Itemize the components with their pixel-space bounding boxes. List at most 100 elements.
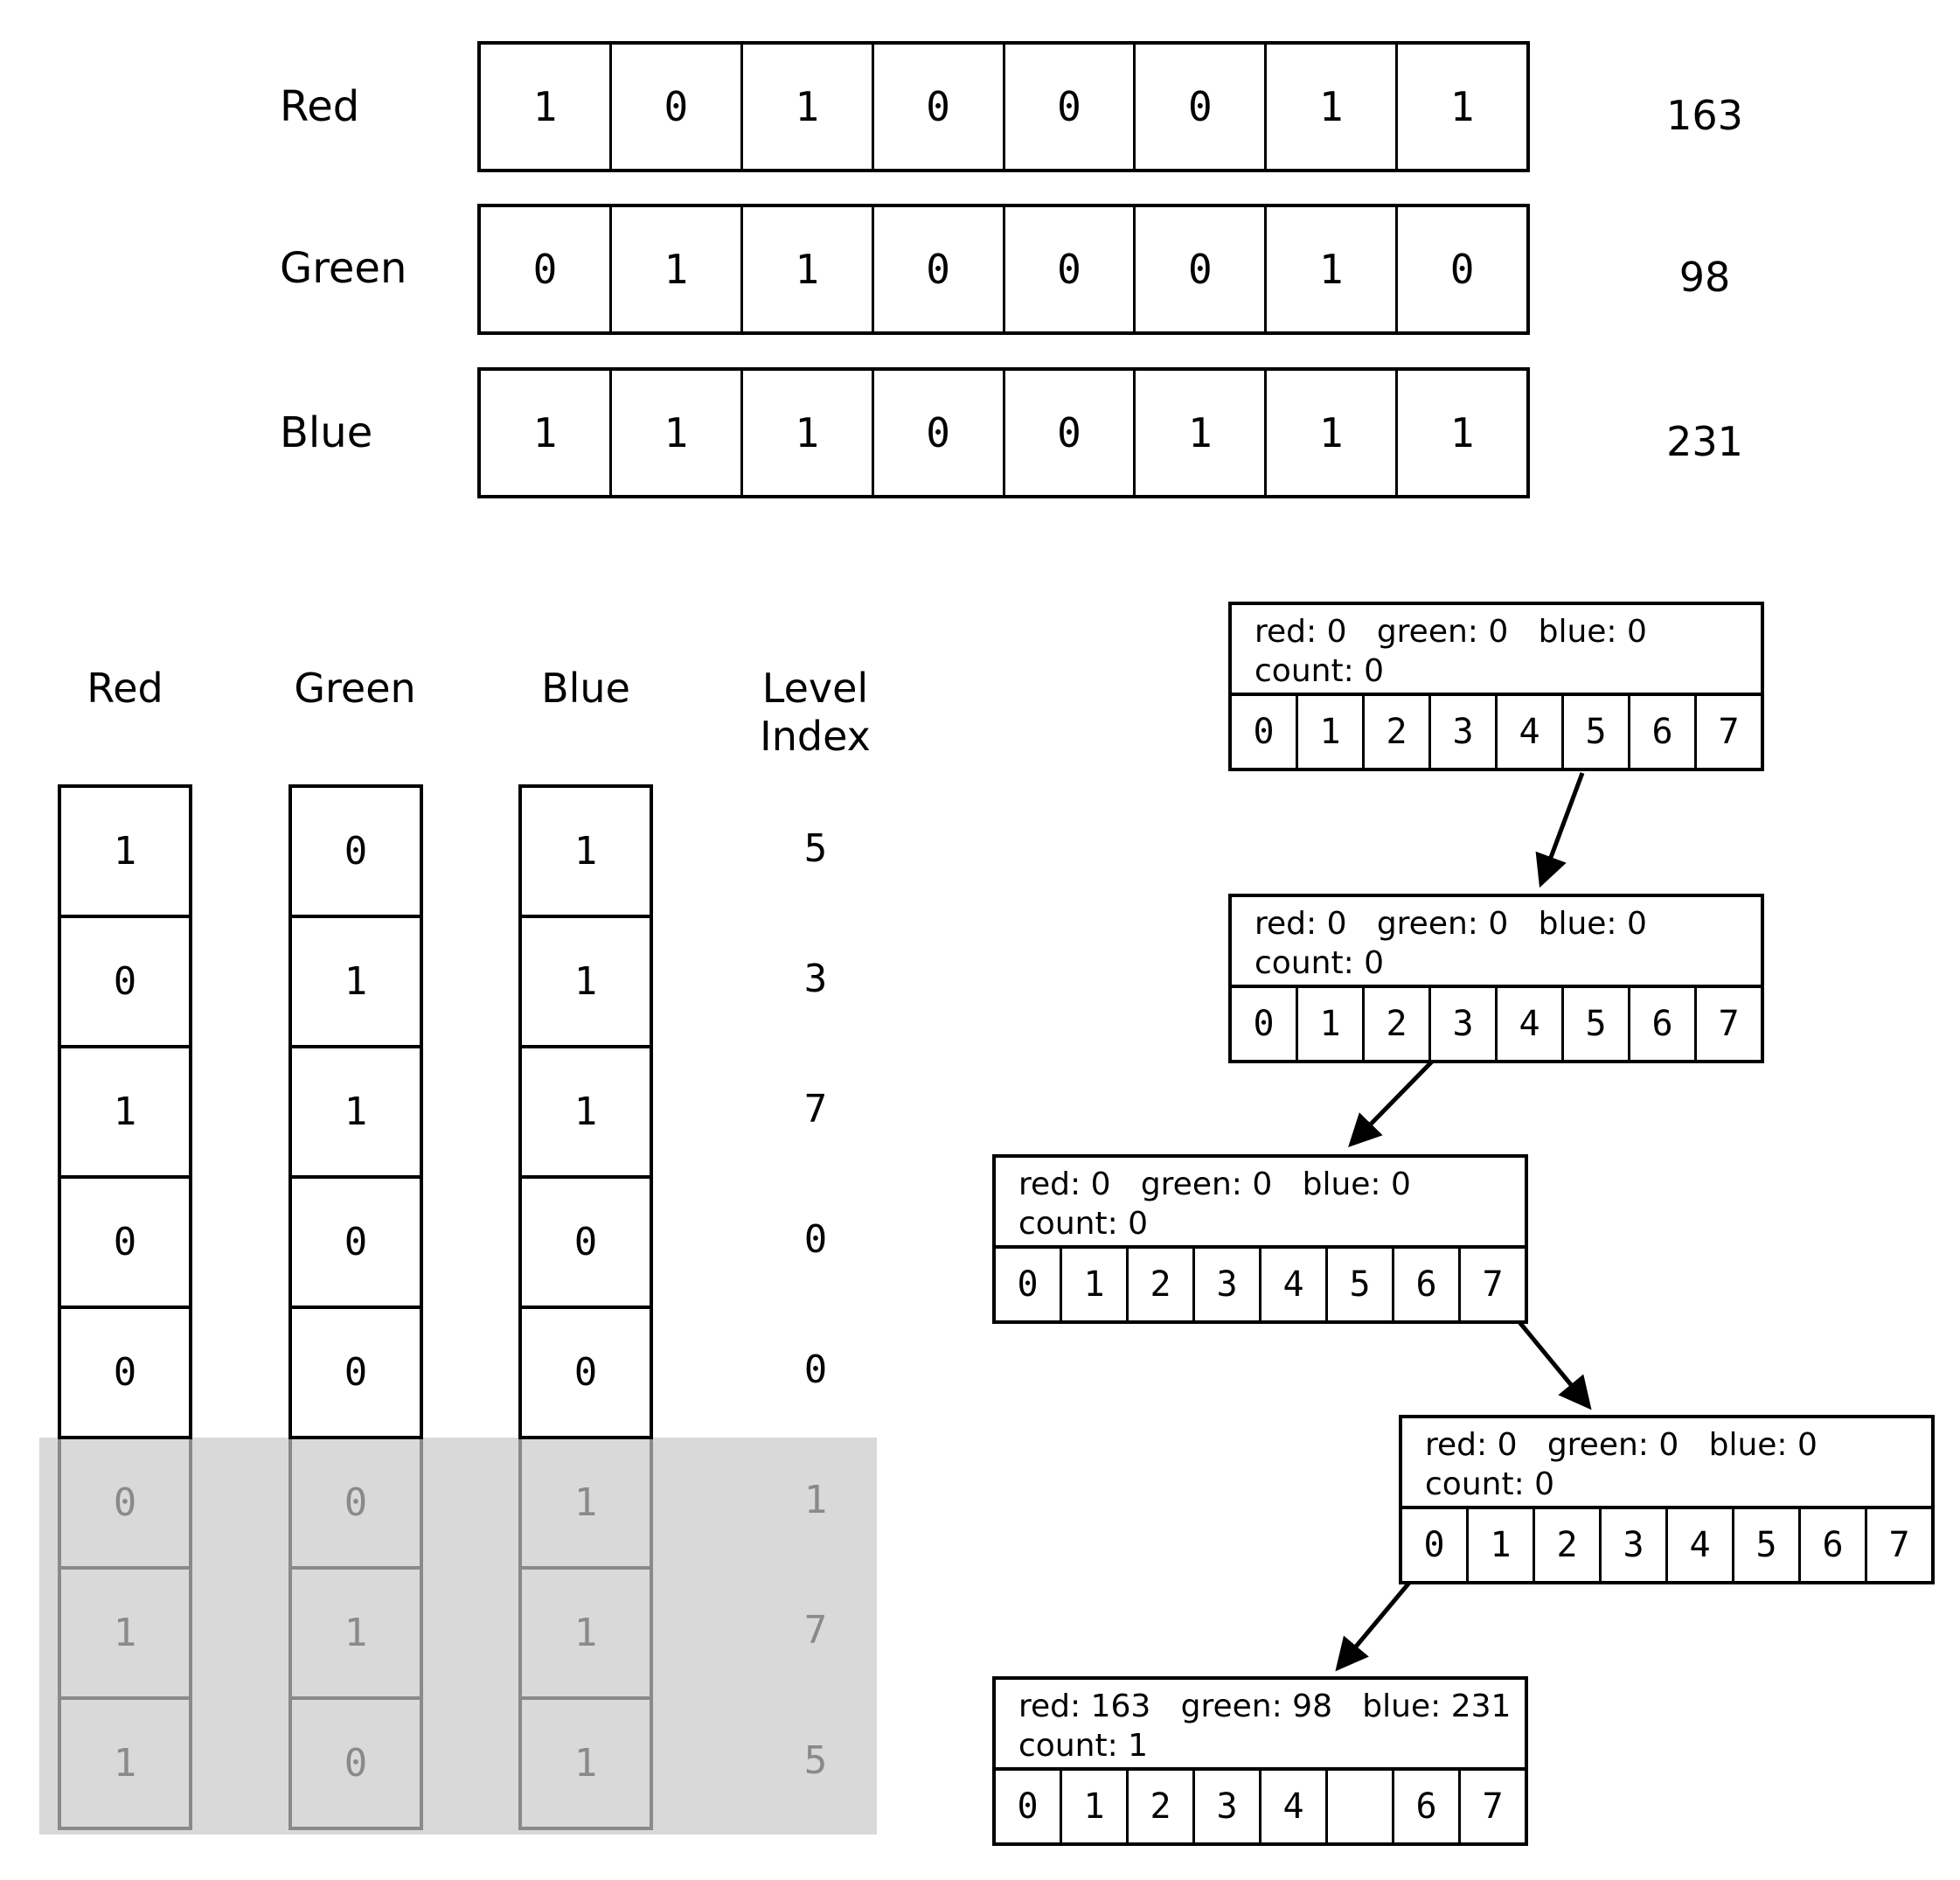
column-header-green: Green (294, 665, 416, 712)
bit-table-cell: 0 (288, 1696, 423, 1830)
node-header: red: 0 green: 0 blue: 0 count: 0 (1232, 605, 1761, 696)
edge-arrow-2 (1348, 1060, 1434, 1148)
level-index-value: 7 (803, 1087, 828, 1131)
bit-table-cell: 0 (288, 1306, 423, 1439)
node-child-cell: 7 (1865, 1509, 1931, 1581)
bit-table-cell: 1 (518, 1566, 653, 1700)
bit-cell: 0 (1002, 371, 1134, 495)
bit-cell: 0 (1133, 207, 1264, 331)
bit-table-cell: 0 (58, 1175, 192, 1309)
bit-table-cell: 1 (518, 1045, 653, 1179)
green-bit-strip: 0 1 1 0 0 0 1 0 (477, 204, 1530, 335)
bit-cell: 0 (608, 45, 740, 169)
node-child-cell: 4 (1665, 1509, 1732, 1581)
node-child-cell: 4 (1259, 1249, 1325, 1320)
bit-cell: 1 (608, 371, 740, 495)
node-rgb-line: red: 0 green: 0 blue: 0 (1425, 1427, 1818, 1463)
node-child-cell-empty (1325, 1771, 1392, 1842)
bit-table-cell: 0 (58, 1306, 192, 1439)
node-child-cell: 5 (1561, 696, 1628, 768)
bit-table-cell: 0 (288, 1175, 423, 1309)
node-child-slots: 0 1 2 3 4 5 6 7 (996, 1249, 1525, 1320)
bit-table-cell: 1 (288, 915, 423, 1048)
node-child-slots: 0 1 2 3 4 5 6 7 (1402, 1509, 1931, 1581)
bit-cell: 1 (1395, 45, 1526, 169)
bit-table-cell: 0 (518, 1306, 653, 1439)
level-index-value: 1 (803, 1478, 828, 1522)
node-child-cell: 0 (1253, 712, 1275, 752)
column-header-blue: Blue (541, 665, 630, 712)
node-child-cell: 7 (1694, 988, 1761, 1060)
node-child-cell: 1 (1466, 1509, 1533, 1581)
bit-cell: 0 (871, 207, 1003, 331)
tree-node-1: red: 0 green: 0 blue: 0 count: 0 0 1 2 3… (1228, 602, 1764, 771)
bit-cell: 1 (740, 45, 872, 169)
node-count-line: count: 0 (1018, 1206, 1149, 1242)
node-count-line: count: 0 (1255, 945, 1385, 981)
bit-cell: 0 (532, 246, 558, 293)
node-child-cell: 5 (1561, 988, 1628, 1060)
node-child-cell: 6 (1392, 1771, 1458, 1842)
bit-table-cell: 0 (58, 1436, 192, 1570)
node-count-line: count: 1 (1018, 1728, 1149, 1764)
bit-table-cell: 1 (58, 1566, 192, 1700)
binary-row-label-red: Red (280, 82, 360, 131)
node-child-cell: 6 (1628, 988, 1694, 1060)
node-header: red: 0 green: 0 blue: 0 count: 0 (996, 1158, 1525, 1249)
node-count-line: count: 0 (1255, 653, 1385, 689)
decimal-value-blue: 231 (1666, 418, 1743, 465)
node-child-cell: 7 (1694, 696, 1761, 768)
bit-table-cell: 1 (518, 1696, 653, 1830)
node-child-cell: 6 (1798, 1509, 1865, 1581)
node-child-cell: 0 (1253, 1004, 1275, 1044)
node-header: red: 0 green: 0 blue: 0 count: 0 (1402, 1418, 1931, 1509)
node-child-cell: 4 (1495, 696, 1561, 768)
node-child-cell: 5 (1325, 1249, 1392, 1320)
node-header: red: 0 green: 0 blue: 0 count: 0 (1232, 897, 1761, 988)
decimal-value-green: 98 (1679, 254, 1731, 301)
level-index-value: 3 (803, 957, 828, 1001)
node-child-cell: 3 (1428, 988, 1495, 1060)
bit-cell: 1 (1395, 371, 1526, 495)
red-bit-strip: 1 0 1 0 0 0 1 1 (477, 41, 1530, 172)
node-rgb-line: red: 0 green: 0 blue: 0 (1255, 906, 1647, 942)
bit-cell: 1 (608, 207, 740, 331)
bit-cell: 1 (1264, 45, 1395, 169)
node-child-slots: 0 1 2 3 4 5 6 7 (1232, 988, 1761, 1060)
node-child-slots: 0 1 2 3 4 5 6 7 (1232, 696, 1761, 768)
node-child-cell: 4 (1259, 1771, 1325, 1842)
edge-arrow-4 (1335, 1581, 1411, 1672)
bit-table-cell: 1 (58, 1045, 192, 1179)
bit-table-cell: 1 (518, 915, 653, 1048)
node-child-cell: 0 (1017, 1786, 1039, 1827)
node-child-cell: 2 (1362, 988, 1428, 1060)
bit-cell: 1 (1264, 371, 1395, 495)
edge-arrow-1 (1535, 772, 1585, 888)
node-child-cell: 6 (1392, 1249, 1458, 1320)
bit-table-cell: 0 (288, 784, 423, 918)
level-index-value: 5 (803, 826, 828, 871)
node-child-cell: 7 (1458, 1249, 1525, 1320)
node-child-slots: 0 1 2 3 4 6 7 (996, 1771, 1525, 1842)
bit-table-cell: 0 (518, 1175, 653, 1309)
bit-cell: 0 (1395, 207, 1526, 331)
node-child-cell: 3 (1428, 696, 1495, 768)
bit-table-cell: 0 (58, 915, 192, 1048)
bit-table-cell: 1 (58, 1696, 192, 1830)
node-rgb-line: red: 163 green: 98 blue: 231 (1018, 1689, 1512, 1724)
node-child-cell: 1 (1060, 1771, 1126, 1842)
node-child-cell: 3 (1599, 1509, 1665, 1581)
bit-cell: 1 (740, 371, 872, 495)
column-header-level-index: Level Index (760, 665, 871, 760)
bit-cell: 1 (532, 409, 558, 456)
node-child-cell: 1 (1296, 696, 1362, 768)
level-index-value: 0 (803, 1217, 828, 1262)
bit-cell: 1 (1133, 371, 1264, 495)
node-child-cell: 0 (1017, 1264, 1039, 1305)
node-child-cell: 1 (1060, 1249, 1126, 1320)
node-child-cell: 1 (1296, 988, 1362, 1060)
bit-cell: 0 (871, 371, 1003, 495)
tree-node-5-leaf: red: 163 green: 98 blue: 231 count: 1 0 … (992, 1676, 1528, 1846)
node-child-cell: 5 (1732, 1509, 1798, 1581)
